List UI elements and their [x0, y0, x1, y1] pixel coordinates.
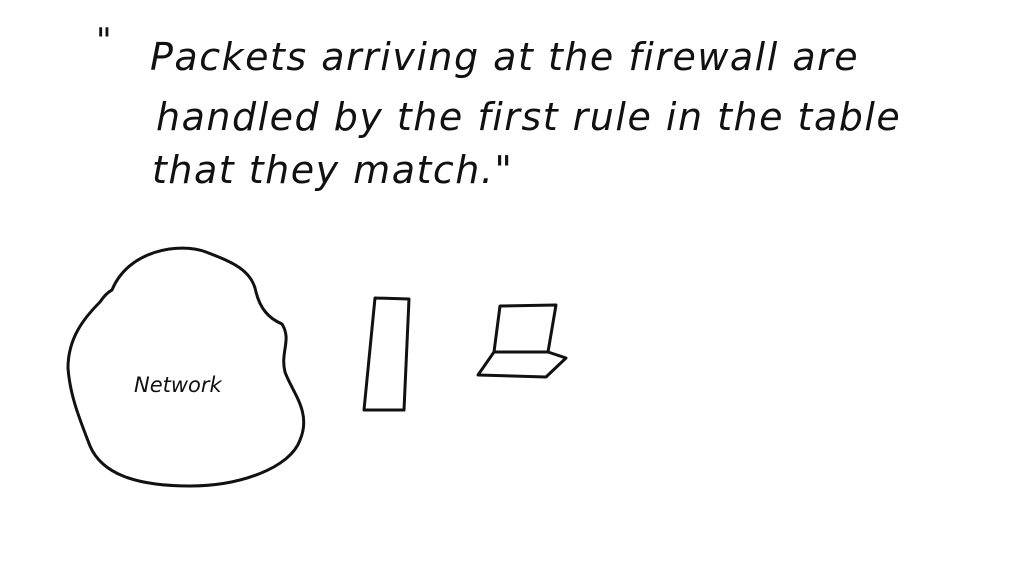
quote-line-3: that they match."	[152, 148, 513, 192]
quote-line-2: handled by the first rule in the table	[156, 95, 901, 139]
laptop-base-shape	[476, 350, 568, 379]
quote-open-mark: "	[96, 21, 112, 61]
firewall-shape	[362, 296, 411, 412]
laptop-icon	[476, 303, 568, 379]
network-cloud-shape	[66, 246, 306, 488]
quote-line-1: Packets arriving at the firewall are	[150, 35, 859, 79]
network-label: Network	[134, 373, 223, 397]
laptop-screen-shape	[492, 303, 558, 354]
